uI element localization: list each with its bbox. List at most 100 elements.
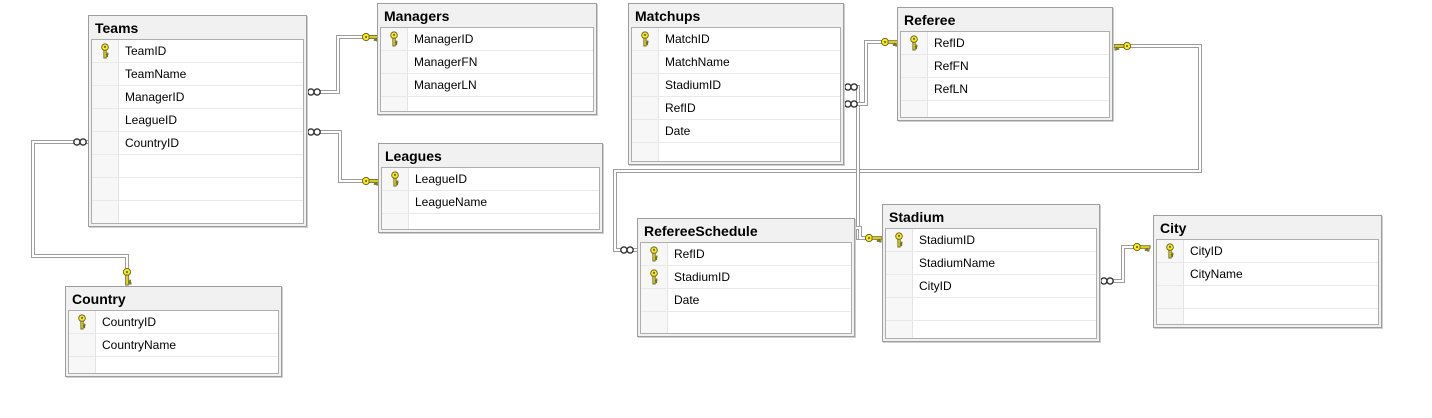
column-name: StadiumID (674, 270, 731, 284)
table-title[interactable]: Leagues (385, 148, 442, 164)
column-row-managerln[interactable]: ManagerLN (381, 74, 593, 97)
primary-key-icon (1166, 243, 1174, 259)
relationship-connector-teams-country[interactable] (31, 140, 129, 268)
relationship-connector-refereeschedule-stadium[interactable] (854, 226, 866, 240)
column-row-refid[interactable]: RefID (641, 243, 851, 266)
key-icon (361, 176, 380, 186)
primary-key-icon (650, 269, 658, 285)
column-row-stadiumid[interactable]: StadiumID (641, 266, 851, 289)
column-name: CountryID (125, 136, 180, 150)
column-name: StadiumName (919, 256, 996, 270)
key-icon (880, 37, 899, 47)
column-row-managerid[interactable]: ManagerID (92, 86, 303, 109)
column-row-matchid[interactable]: MatchID (632, 28, 840, 51)
key-icon (864, 233, 883, 243)
infinity-icon (620, 246, 634, 254)
column-row-date[interactable]: Date (641, 289, 851, 312)
table-title[interactable]: Matchups (635, 8, 701, 24)
column-name: CityName (1190, 267, 1243, 281)
grid-lines (901, 32, 1109, 117)
column-row-countryid[interactable]: CountryID (92, 132, 303, 155)
primary-key-cell (1164, 243, 1176, 259)
column-name: CountryName (102, 338, 177, 352)
column-row-managerid[interactable]: ManagerID (381, 28, 593, 51)
key-icon (1132, 242, 1151, 252)
many-end-icons (73, 83, 1114, 285)
key-icon (361, 32, 380, 42)
column-row-countryid[interactable]: CountryID (69, 311, 278, 334)
table-title[interactable]: Teams (95, 20, 139, 36)
primary-key-cell (893, 232, 905, 248)
primary-key-cell (648, 269, 660, 285)
table-title[interactable]: Country (72, 291, 126, 307)
primary-key-icon (390, 31, 398, 47)
column-row-cityid[interactable]: CityID (886, 275, 1096, 298)
column-row-refid[interactable]: RefID (901, 32, 1109, 55)
primary-key-cell (648, 246, 660, 262)
relationship-connector-stadium-city[interactable] (1100, 245, 1134, 283)
key-icon (1113, 41, 1132, 51)
column-row-leagueid[interactable]: LeagueID (92, 109, 303, 132)
key-icon (122, 267, 132, 286)
relationship-connector-teams-leagues[interactable] (307, 130, 378, 183)
column-name: LeagueID (415, 172, 468, 186)
column-row-stadiumid[interactable]: StadiumID (632, 74, 840, 97)
relationship-connector-referee-refereeschedule[interactable] (613, 44, 1202, 252)
infinity-icon (844, 83, 858, 91)
column-name: TeamName (125, 67, 187, 81)
column-row-reffn[interactable]: RefFN (901, 55, 1109, 78)
column-name: MatchName (665, 55, 730, 69)
column-row-stadiumid[interactable]: StadiumID (886, 229, 1096, 252)
column-name: RefLN (934, 82, 969, 96)
column-name: RefID (665, 101, 696, 115)
one-end-icons (122, 32, 1151, 286)
column-row-cityid[interactable]: CityID (1157, 240, 1378, 263)
column-row-managerfn[interactable]: ManagerFN (381, 51, 593, 74)
column-row-refln[interactable]: RefLN (901, 78, 1109, 101)
column-row-leagueid[interactable]: LeagueID (382, 168, 599, 191)
table-title[interactable]: RefereeSchedule (644, 223, 758, 239)
column-row-stadiumname[interactable]: StadiumName (886, 252, 1096, 275)
column-row-matchname[interactable]: MatchName (632, 51, 840, 74)
column-name: RefID (674, 247, 705, 261)
column-row-leaguename[interactable]: LeagueName (382, 191, 599, 214)
infinity-icon (307, 88, 321, 96)
grid-lines (641, 243, 851, 333)
table-title[interactable]: Stadium (889, 209, 945, 225)
grid-lines (92, 40, 303, 223)
table-title[interactable]: City (1160, 220, 1187, 236)
primary-key-cell (388, 31, 400, 47)
table-title[interactable]: Referee (904, 12, 956, 28)
primary-key-icon (650, 246, 658, 262)
table-title[interactable]: Managers (384, 8, 450, 24)
table-grid: CountryID CountryName (68, 310, 279, 374)
column-name: StadiumID (919, 233, 976, 247)
column-row-teamid[interactable]: TeamID (92, 40, 303, 63)
column-row-countryname[interactable]: CountryName (69, 334, 278, 357)
column-row-teamname[interactable]: TeamName (92, 63, 303, 86)
column-row-date[interactable]: Date (632, 120, 840, 143)
relationship-connector-matchups-referee[interactable] (844, 40, 882, 106)
relationship-connector-teams-managers[interactable] (307, 35, 377, 94)
relationship-connector-matchups-stadium[interactable] (844, 85, 866, 240)
column-name: ManagerLN (414, 78, 477, 92)
primary-key-cell (76, 314, 88, 330)
column-name: ManagerID (125, 90, 185, 104)
column-row-cityname[interactable]: CityName (1157, 263, 1378, 286)
column-row-refid[interactable]: RefID (632, 97, 840, 120)
